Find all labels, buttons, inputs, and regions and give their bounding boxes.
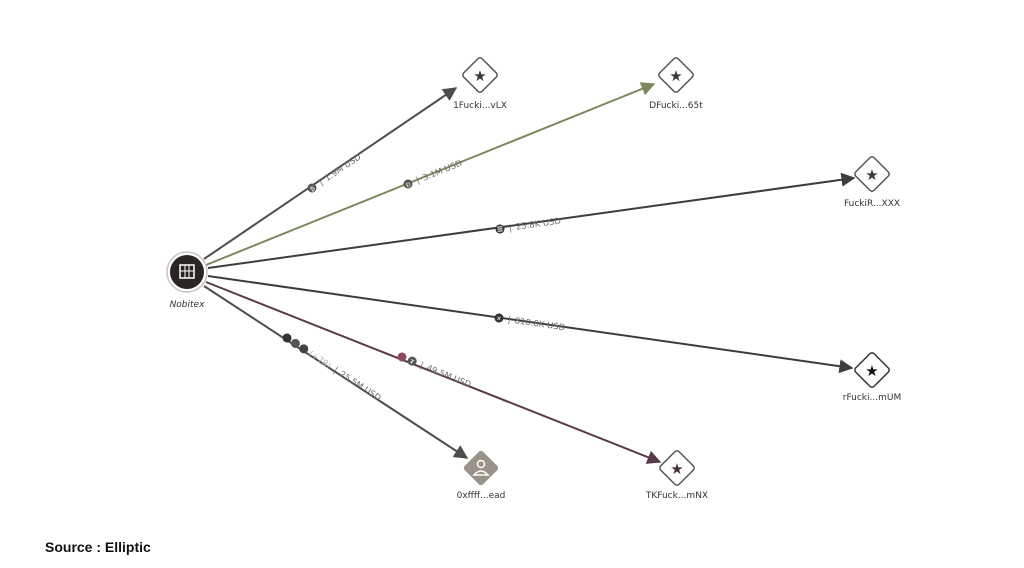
svg-text:|: | [317,178,325,188]
source-caption: Source : Elliptic [45,539,151,555]
tether-icon [407,356,417,366]
svg-text:₿: ₿ [309,185,317,194]
node-label: DFucki...65t [649,101,703,111]
address-node-rfucki-mum[interactable]: ★ rFucki...mUM [843,352,901,403]
star-icon: ★ [473,67,486,85]
person-icon [472,459,490,476]
edge-extra-count: (+78) [306,349,332,371]
node-label: rFucki...mUM [843,393,901,403]
edge-to-1fucki-vlx[interactable]: ₿ | 1.9M USD [203,87,458,260]
building-icon [179,264,195,279]
edge-to-fuckir-xxx[interactable]: | 25.8K USD [207,172,856,269]
svg-text:|: | [415,176,421,186]
address-node-0xffff-ead[interactable]: 0xffff...ead [457,450,506,501]
address-node-fuckir-xxx[interactable]: ★ FuckiR...XXX [844,156,900,209]
tron-icon [397,352,407,362]
svg-text:✕: ✕ [496,315,502,323]
svg-text:|: | [508,223,512,233]
star-icon: ★ [865,362,878,380]
star-icon: ★ [865,166,878,184]
ethereum-icon [282,333,292,343]
token-icon [290,338,300,348]
edge-amount: 3.1M USD [421,159,464,184]
edge-amount: 810.8K USD [514,316,566,333]
address-node-tkfuck-mnx[interactable]: ★ TKFuck...mNX [645,450,708,501]
star-icon: ★ [670,460,683,478]
svg-text:Ð: Ð [405,181,412,189]
svg-text:|: | [332,366,340,376]
dogecoin-icon [403,179,413,189]
address-node-1fucki-vlx[interactable]: ★ 1Fucki...vLX [453,57,507,111]
bitcoin-icon [307,183,317,193]
edge-amount: 25.8K USD [515,216,562,232]
node-label: TKFuck...mNX [645,491,708,501]
hub-node-nobitex[interactable]: Nobitex [166,251,208,310]
edge-amount: 49.5M USD [425,363,473,390]
tether-icon [299,344,309,354]
edge-amount: 1.9M USD [323,152,364,184]
hub-label: Nobitex [170,300,206,310]
node-label: 1Fucki...vLX [453,101,507,111]
edge-amount: 25.5M USD [337,370,382,404]
svg-text:|: | [418,361,424,371]
node-label: FuckiR...XXX [844,199,900,209]
svg-text:₮: ₮ [409,359,415,367]
node-label: 0xffff...ead [457,491,506,501]
xrp-icon [494,313,504,323]
address-node-dfucki-65t[interactable]: ★ DFucki...65t [649,57,703,111]
star-icon: ★ [669,67,682,85]
svg-text:|: | [507,315,511,325]
